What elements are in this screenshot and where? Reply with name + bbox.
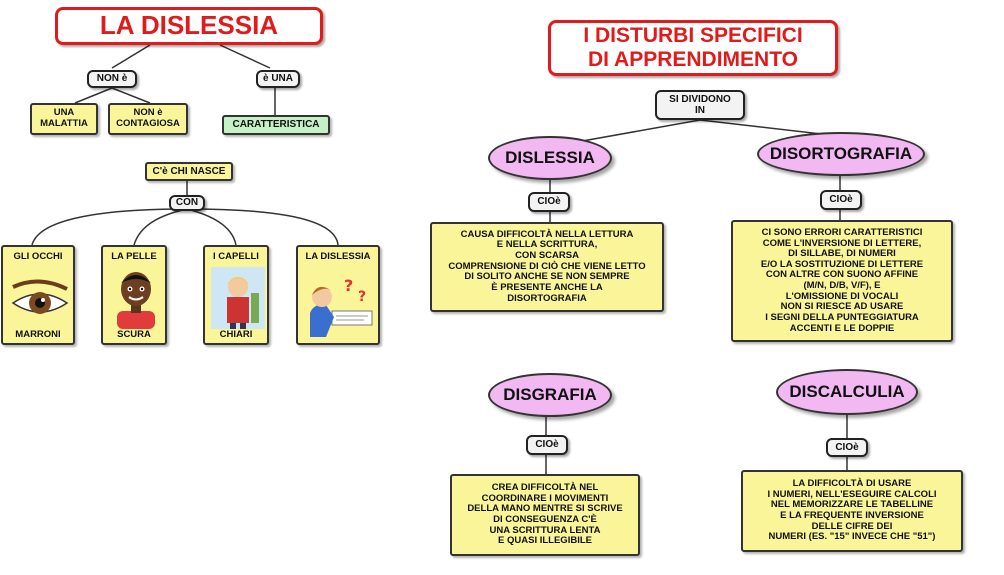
card-occhi-top: GLI OCCHI [13, 251, 63, 262]
box-nasce: C'è CHI NASCE [145, 162, 233, 181]
card-capelli-top: I CAPELLI [213, 251, 259, 262]
card-pelle-top: LA PELLE [111, 251, 157, 262]
confused-reader-icon: ? ? [304, 267, 373, 337]
oval-disgrafia: DISGRAFIA [488, 373, 612, 417]
card-capelli-bottom: CHIARI [219, 329, 253, 340]
card-dislessia-top: LA DISLESSIA [305, 251, 371, 262]
eye-icon [9, 267, 69, 325]
box-caratteristica: CARATTERISTICA [222, 115, 330, 135]
link-non-e: NON è [87, 70, 137, 88]
dark-skin-boy-icon [109, 267, 159, 329]
link-si-dividono: SI DIVIDONO IN [655, 90, 745, 120]
blond-hair-child-icon [211, 267, 265, 329]
oval-disortografia: DISORTOGRAFIA [757, 132, 925, 176]
svg-text:?: ? [358, 289, 366, 305]
card-capelli: I CAPELLI CHIARI [203, 245, 269, 345]
link-con: CON [169, 195, 205, 211]
card-dislessia: LA DISLESSIA ? ? [296, 245, 380, 345]
desc-dislessia: CAUSA DIFFICOLTÀ NELLA LETTURA E NELLA S… [430, 222, 664, 312]
link-cioe-3: CIOè [526, 435, 568, 455]
oval-discalculia: DISCALCULIA [776, 369, 918, 415]
desc-disgrafia: CREA DIFFICOLTÀ NEL COORDINARE I MOVIMEN… [450, 474, 640, 556]
box-malattia: UNA MALATTIA [30, 103, 98, 135]
desc-disortografia: CI SONO ERRORI CARATTERISTICI COME L'INV… [731, 220, 953, 342]
desc-discalculia: LA DIFFICOLTÀ DI USARE I NUMERI, NELL'ES… [741, 470, 963, 552]
card-occhi: GLI OCCHI MARRONI [1, 245, 75, 345]
box-contagiosa: NON è CONTAGIOSA [108, 103, 188, 135]
card-pelle: LA PELLE SCURA [101, 245, 167, 345]
svg-text:?: ? [344, 276, 353, 295]
link-cioe-1: CIOè [528, 192, 570, 212]
link-cioe-4: CIOè [826, 438, 868, 457]
dislessia-title: LA DISLESSIA [55, 7, 323, 45]
card-occhi-bottom: MARRONI [15, 329, 61, 340]
link-e-una: è UNA [256, 70, 300, 88]
oval-dislessia: DISLESSIA [488, 136, 612, 180]
dsa-title: I DISTURBI SPECIFICI DI APPRENDIMENTO [548, 20, 838, 76]
link-cioe-2: CIOè [820, 190, 862, 210]
card-pelle-bottom: SCURA [117, 329, 151, 340]
